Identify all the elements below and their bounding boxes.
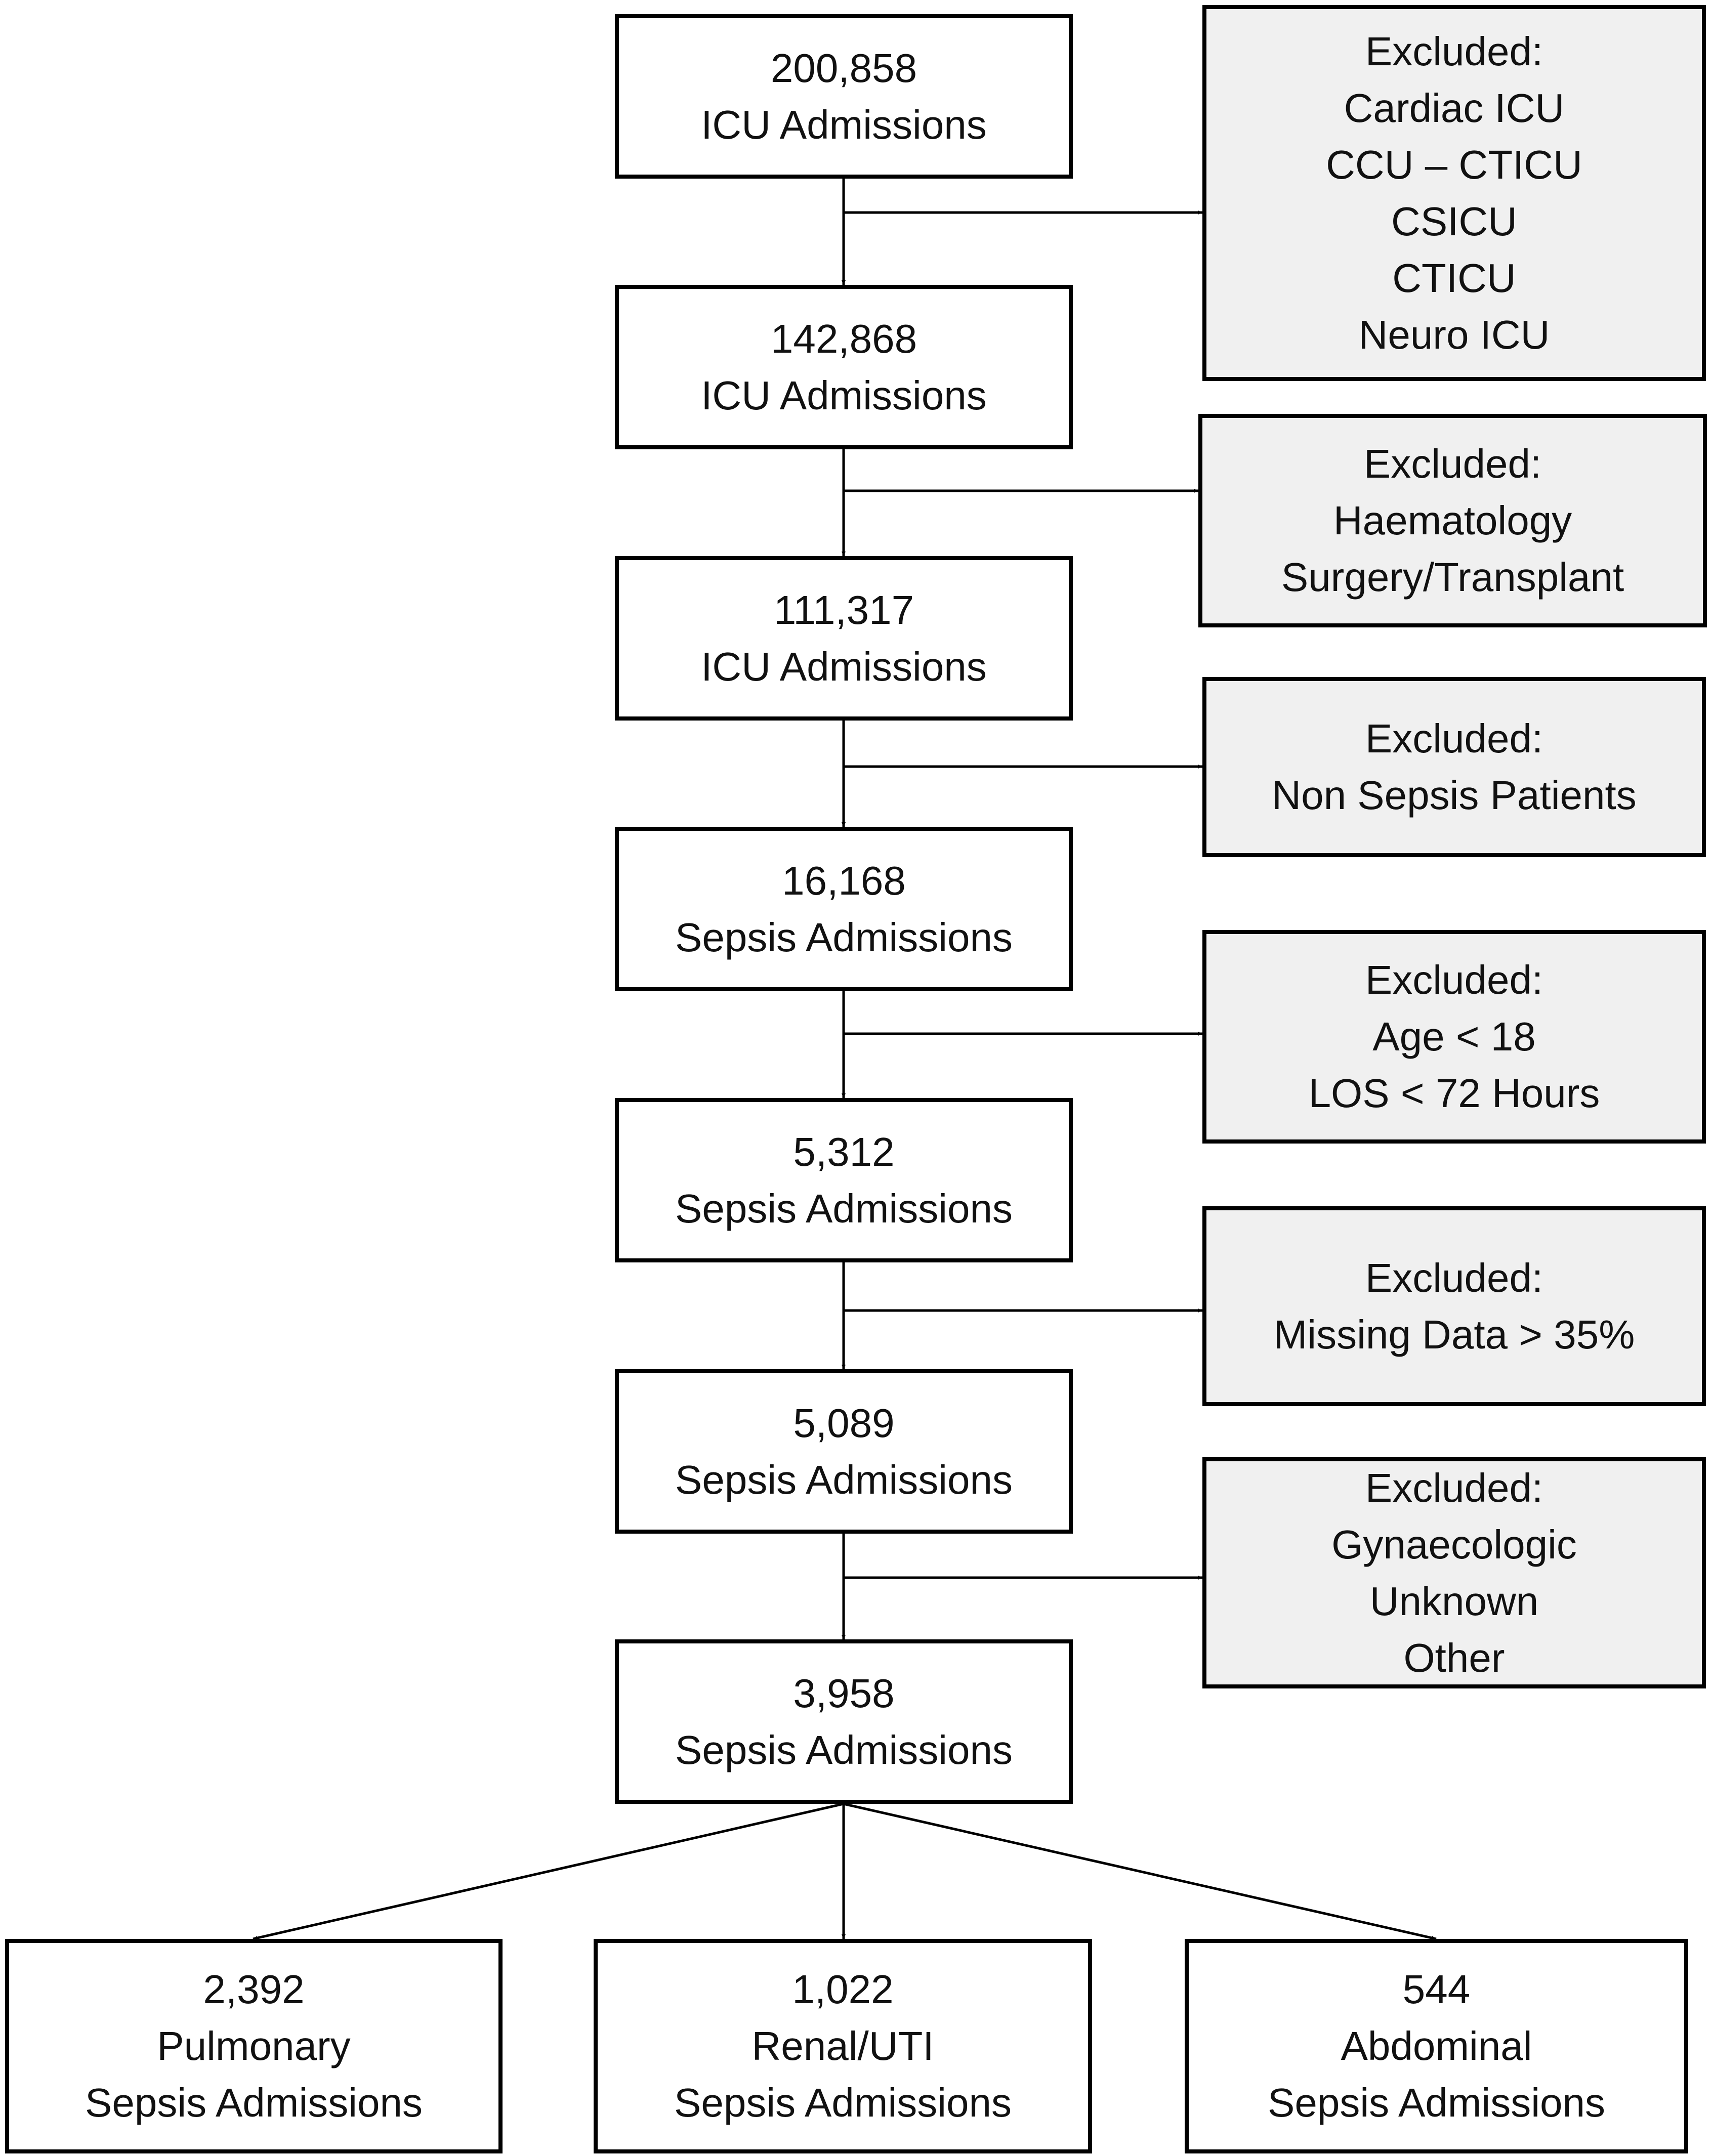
exclusion-item: LOS < 72 Hours <box>1308 1071 1600 1116</box>
exclusion-item: Age < 18 <box>1372 1014 1536 1059</box>
outcome-count: 2,392 <box>203 1967 305 2012</box>
outcome-box: 1,022 Renal/UTI Sepsis Admissions <box>594 1939 1092 2153</box>
exclusion-heading: Excluded: <box>1365 1255 1543 1300</box>
exclusion-item: Gynaecologic <box>1331 1521 1577 1567</box>
outcome-arrow-left <box>253 1802 844 1940</box>
admission-label: ICU Admissions <box>701 644 987 689</box>
admission-label: Sepsis Admissions <box>675 1727 1013 1772</box>
outcome-category: Pulmonary <box>157 2023 351 2068</box>
exclusion-box: Excluded: Gynaecologic Unknown Other <box>1202 1457 1706 1688</box>
exclusion-heading: Excluded: <box>1363 441 1542 486</box>
outcome-label: Sepsis Admissions <box>1268 2080 1605 2125</box>
exclusion-item: Unknown <box>1369 1578 1539 1624</box>
outcome-arrow-right <box>843 1802 1437 1940</box>
admission-label: ICU Admissions <box>701 102 987 147</box>
outcome-category: Abdominal <box>1341 2023 1532 2068</box>
admission-label: Sepsis Admissions <box>675 914 1013 960</box>
main-step-box: 200,858 ICU Admissions <box>615 14 1073 179</box>
outcome-box: 2,392 Pulmonary Sepsis Admissions <box>5 1939 503 2153</box>
main-step-box: 16,168 Sepsis Admissions <box>615 827 1073 991</box>
outcome-count: 544 <box>1402 1967 1471 2012</box>
admission-label: ICU Admissions <box>701 372 987 418</box>
exclusion-box: Excluded: Cardiac ICU CCU – CTICU CSICU … <box>1202 5 1706 381</box>
main-step-box: 3,958 Sepsis Admissions <box>615 1639 1073 1804</box>
outcome-category: Renal/UTI <box>751 2023 934 2068</box>
admission-count: 142,868 <box>770 316 917 361</box>
exclusion-heading: Excluded: <box>1365 716 1543 761</box>
admission-count: 200,858 <box>770 45 917 91</box>
exclusion-item: Surgery/Transplant <box>1281 555 1624 600</box>
outcome-count: 1,022 <box>792 1967 894 2012</box>
outcome-label: Sepsis Admissions <box>85 2080 423 2125</box>
exclusion-heading: Excluded: <box>1365 957 1543 1002</box>
outcome-label: Sepsis Admissions <box>674 2080 1012 2125</box>
exclusion-heading: Excluded: <box>1365 1465 1543 1510</box>
connector-group <box>253 179 1437 1940</box>
main-step-box: 111,317 ICU Admissions <box>615 556 1073 721</box>
admission-label: Sepsis Admissions <box>675 1186 1013 1231</box>
exclusion-item: Missing Data > 35% <box>1273 1312 1635 1357</box>
exclusion-box: Excluded: Missing Data > 35% <box>1202 1206 1706 1406</box>
exclusion-box: Excluded: Non Sepsis Patients <box>1202 677 1706 857</box>
exclusion-heading: Excluded: <box>1365 28 1543 74</box>
outcome-box: 544 Abdominal Sepsis Admissions <box>1185 1939 1688 2153</box>
admission-label: Sepsis Admissions <box>675 1457 1013 1502</box>
exclusion-item: Neuro ICU <box>1358 312 1550 357</box>
exclusion-item: CCU – CTICU <box>1326 142 1582 187</box>
exclusion-item: Haematology <box>1333 498 1572 543</box>
exclusion-item: Non Sepsis Patients <box>1272 773 1637 818</box>
admission-count: 5,089 <box>793 1400 895 1446</box>
admission-count: 3,958 <box>793 1670 895 1716</box>
exclusion-item: Cardiac ICU <box>1344 85 1565 131</box>
main-step-box: 5,312 Sepsis Admissions <box>615 1098 1073 1262</box>
admission-count: 111,317 <box>773 587 914 632</box>
exclusion-box: Excluded: Haematology Surgery/Transplant <box>1198 414 1707 627</box>
admission-count: 16,168 <box>782 858 906 903</box>
exclusion-item: CSICU <box>1391 198 1517 244</box>
main-step-box: 5,089 Sepsis Admissions <box>615 1369 1073 1534</box>
main-step-box: 142,868 ICU Admissions <box>615 285 1073 449</box>
exclusion-box: Excluded: Age < 18 LOS < 72 Hours <box>1202 930 1706 1144</box>
exclusion-item: CTICU <box>1392 255 1516 301</box>
exclusion-item: Other <box>1403 1635 1505 1680</box>
admission-count: 5,312 <box>793 1129 895 1174</box>
